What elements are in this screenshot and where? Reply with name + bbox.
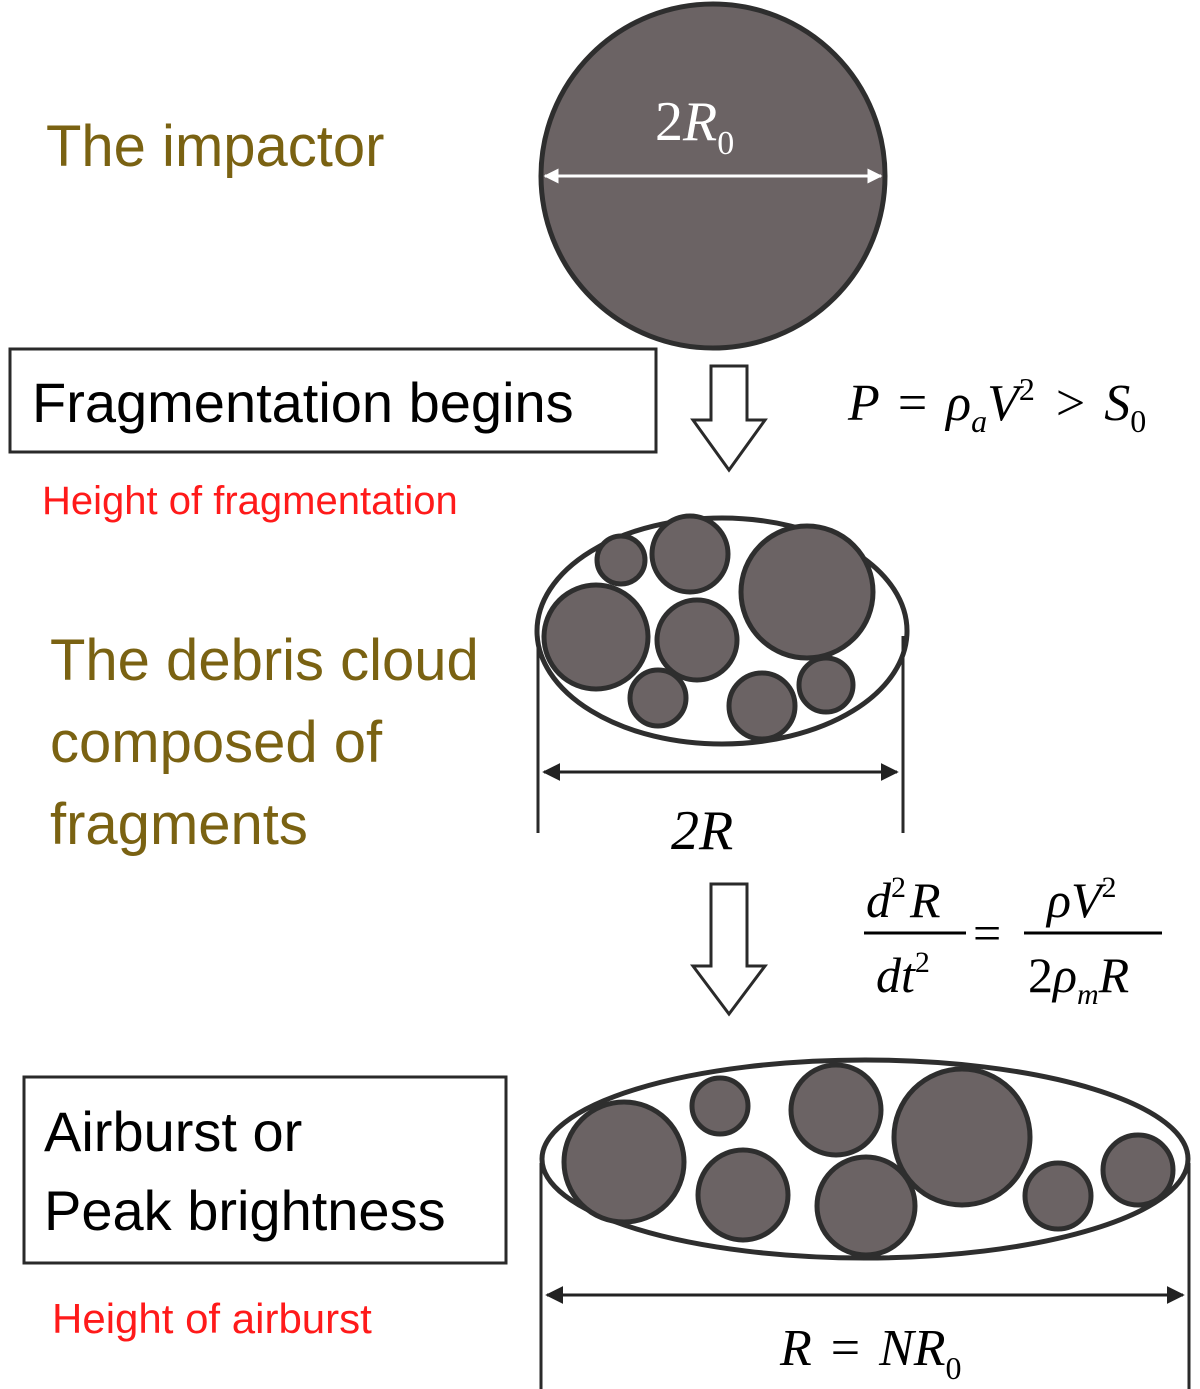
debris-label-line1: The debris cloud: [50, 628, 479, 693]
airburst-box: Airburst or Peak brightness: [22, 1075, 508, 1265]
fragmentation-box: Fragmentation begins: [8, 347, 658, 454]
expansion-rhs-numerator: ρV2: [1045, 871, 1117, 928]
impactor-diameter-label: 2R0: [655, 91, 734, 162]
debris-label-line3: fragments: [50, 792, 308, 857]
expansion-equation: d2R dt2 = ρV2 2ρmR: [864, 871, 1162, 1011]
fragment: [561, 1099, 687, 1225]
fragment: [689, 1075, 751, 1137]
height-of-fragmentation-label: Height of fragmentation: [42, 479, 458, 523]
impactor-body: 2R0: [538, 1, 888, 351]
debris-cloud: [534, 513, 910, 747]
fragment: [726, 670, 798, 742]
fragment: [594, 533, 648, 587]
fragment: [891, 1066, 1033, 1208]
fragment: [1022, 1160, 1094, 1232]
fragment: [1100, 1132, 1176, 1208]
airburst-label-line2: Peak brightness: [44, 1179, 446, 1242]
fragment: [654, 597, 740, 683]
debris-label-line2: composed of: [50, 710, 383, 775]
fragment: [738, 523, 876, 661]
expansion-rhs-denominator: 2ρmR: [1028, 947, 1129, 1011]
fragmentation-begins-label: Fragmentation begins: [32, 371, 574, 434]
fragment: [627, 667, 689, 729]
cloud-diameter-label: 2R: [671, 800, 733, 862]
flattened-debris-cloud: [539, 1057, 1191, 1261]
fragment: [788, 1062, 884, 1158]
height-of-airburst-label: Height of airburst: [52, 1295, 372, 1342]
final-radius-label: R = NR0: [779, 1320, 962, 1386]
fragment: [814, 1154, 918, 1258]
fragmentation-condition: P = ρaV2 > S0: [847, 355, 1146, 439]
fragment: [695, 1147, 791, 1243]
expansion-equals: =: [973, 905, 1001, 961]
impactor-label: The impactor: [46, 114, 384, 179]
expansion-lhs-numerator: d2R: [866, 871, 941, 928]
down-arrow-1: [690, 364, 768, 473]
fragment: [649, 513, 731, 595]
expansion-lhs-denominator: dt2: [876, 946, 930, 1003]
airburst-label-line1: Airburst or: [44, 1100, 302, 1163]
down-arrow-2: [690, 882, 768, 1017]
fragment: [541, 582, 651, 692]
fragment: [796, 655, 856, 715]
